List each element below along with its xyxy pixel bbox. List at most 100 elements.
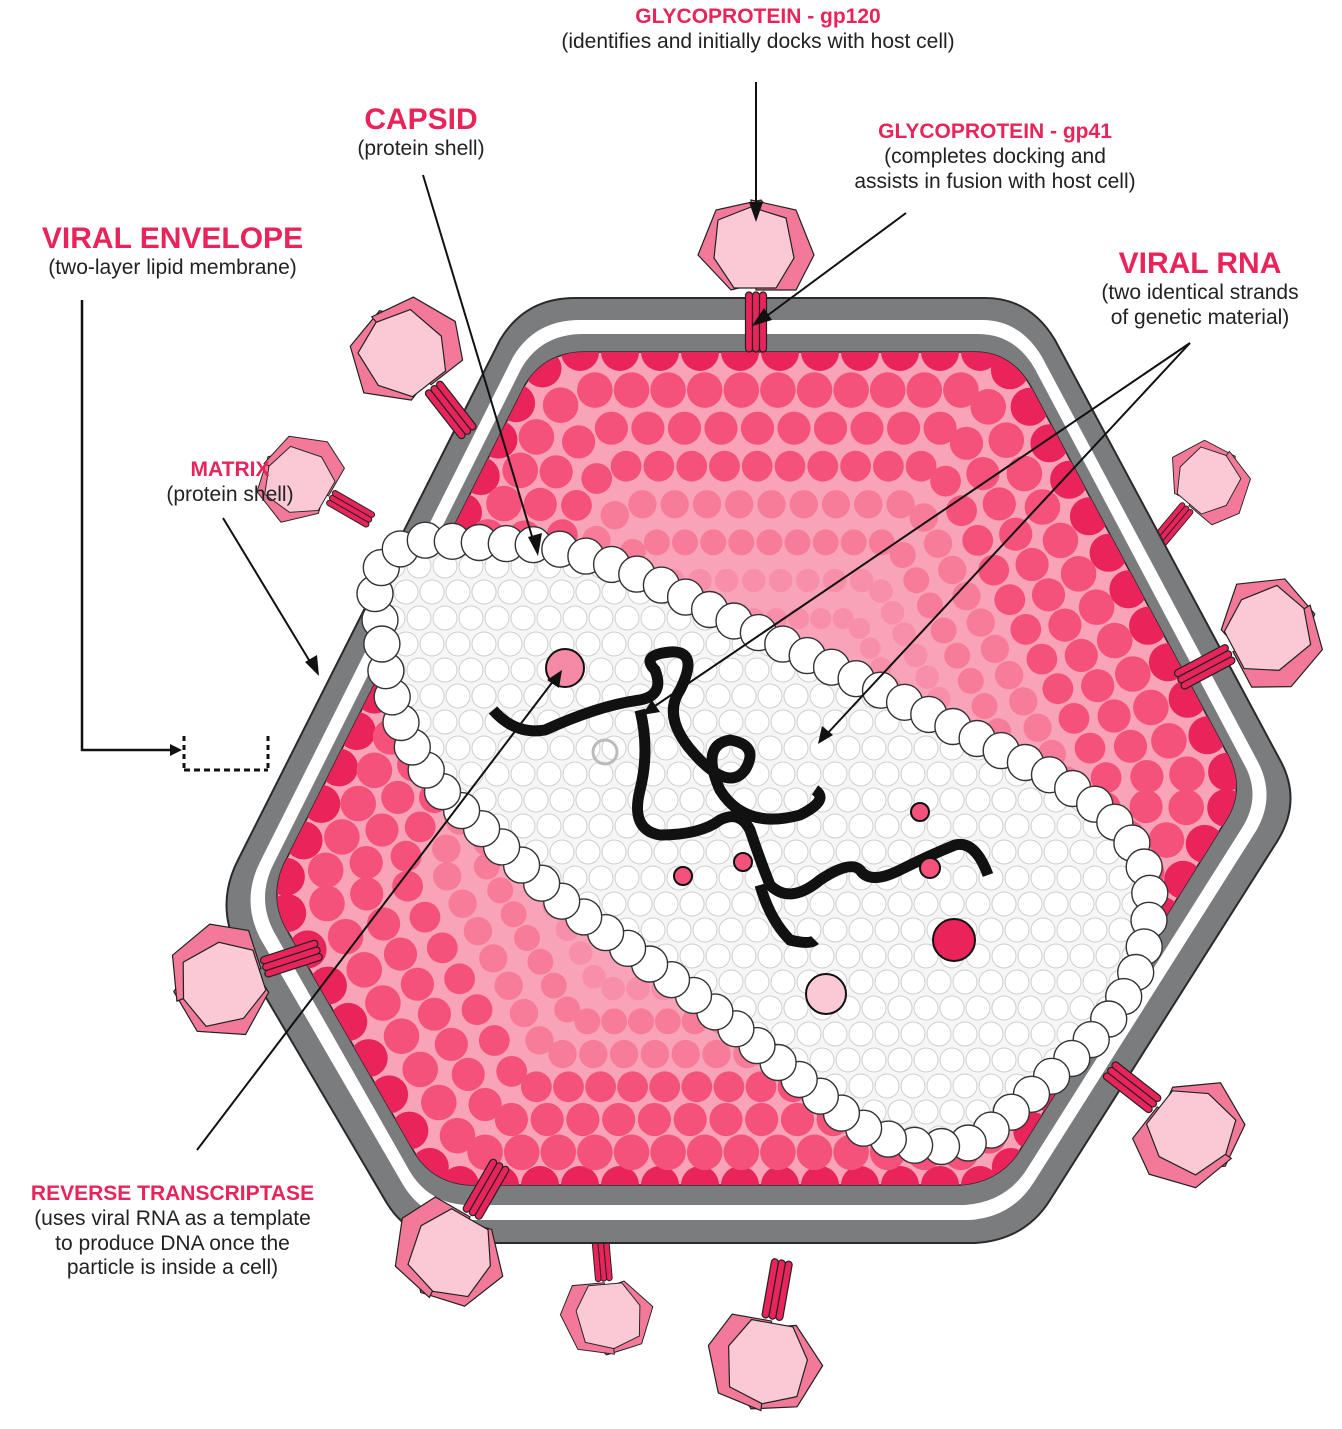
capsid-protein bbox=[888, 996, 912, 1020]
capsid-protein bbox=[407, 606, 431, 630]
matrix-protein bbox=[433, 862, 461, 890]
matrix-protein bbox=[462, 994, 493, 1025]
capsid-protein bbox=[836, 1048, 860, 1072]
matrix-protein bbox=[931, 618, 957, 644]
capsid-protein bbox=[446, 632, 470, 656]
matrix-protein bbox=[1061, 556, 1097, 592]
matrix-protein bbox=[495, 972, 523, 1000]
matrix-protein bbox=[840, 451, 871, 482]
capsid-protein bbox=[1005, 866, 1029, 890]
capsid-protein bbox=[446, 736, 470, 760]
matrix-protein bbox=[1079, 589, 1115, 625]
capsid-protein bbox=[576, 632, 600, 656]
integrase bbox=[933, 919, 975, 961]
matrix-protein bbox=[435, 1028, 468, 1061]
capsid-protein bbox=[420, 684, 444, 708]
matrix-protein bbox=[869, 579, 893, 603]
matrix-protein bbox=[700, 529, 726, 555]
matrix-protein bbox=[514, 925, 540, 951]
gp120-head bbox=[714, 207, 794, 288]
capsid-protein bbox=[875, 814, 899, 838]
matrix-protein bbox=[1130, 790, 1163, 823]
matrix-protein bbox=[440, 1118, 476, 1154]
capsid-protein bbox=[706, 944, 730, 968]
capsid-protein bbox=[433, 658, 457, 682]
matrix-protein bbox=[833, 372, 869, 408]
capsid-protein bbox=[862, 996, 886, 1020]
capsid-protein bbox=[953, 970, 977, 994]
capsid-protein bbox=[953, 866, 977, 890]
capsid-protein bbox=[849, 1074, 873, 1098]
matrix-protein bbox=[601, 501, 629, 529]
matrix-protein bbox=[950, 427, 983, 460]
matrix-protein bbox=[391, 841, 422, 872]
matrix-protein bbox=[989, 422, 1025, 458]
capsid-protein bbox=[589, 658, 613, 682]
matrix-protein bbox=[631, 412, 664, 445]
matrix-protein bbox=[1043, 523, 1079, 559]
reverse-transcriptase-description-line3: particle is inside a cell) bbox=[0, 1256, 345, 1281]
capsid-protein bbox=[992, 1048, 1016, 1072]
capsid-protein bbox=[433, 606, 457, 630]
capsid-protein bbox=[1057, 814, 1081, 838]
capsid-protein bbox=[927, 814, 951, 838]
matrix-protein bbox=[581, 463, 612, 494]
capsid-protein bbox=[589, 814, 613, 838]
capsid-protein bbox=[1018, 996, 1042, 1020]
capsid-protein bbox=[758, 736, 782, 760]
capsid-protein bbox=[706, 840, 730, 864]
gp41-description-line1: (completes docking and bbox=[810, 145, 1180, 170]
matrix-protein bbox=[661, 490, 689, 518]
matrix-protein bbox=[822, 490, 850, 518]
matrix-protein bbox=[644, 451, 675, 482]
capsid-protein bbox=[927, 762, 951, 786]
viral-envelope-label: VIRAL ENVELOPE (two-layer lipid membrane… bbox=[10, 221, 335, 281]
capsid-protein bbox=[745, 710, 769, 734]
matrix-protein bbox=[464, 917, 492, 945]
capsid-protein bbox=[823, 918, 847, 942]
matrix-protein bbox=[714, 1071, 745, 1102]
capsid-protein bbox=[914, 1048, 938, 1072]
matrix-protein bbox=[1114, 730, 1147, 763]
enzyme-dot bbox=[920, 858, 940, 878]
capsid-protein bbox=[849, 762, 873, 786]
capsid-protein bbox=[472, 632, 496, 656]
matrix-protein bbox=[543, 387, 579, 423]
capsid-protein bbox=[654, 788, 678, 812]
matrix-protein bbox=[1043, 673, 1074, 704]
matrix-protein bbox=[601, 1008, 627, 1034]
matrix-protein bbox=[967, 608, 995, 636]
reverse-transcriptase-description-line1: (uses viral RNA as a template bbox=[0, 1207, 345, 1232]
capsid-protein bbox=[836, 788, 860, 812]
matrix-protein bbox=[324, 819, 360, 855]
matrix-protein bbox=[365, 985, 401, 1021]
matrix-protein bbox=[983, 487, 1016, 520]
capsid-label: CAPSID (protein shell) bbox=[316, 102, 526, 162]
matrix-description: (protein shell) bbox=[140, 483, 320, 508]
capsid-protein bbox=[459, 606, 483, 630]
capsid-protein bbox=[641, 918, 665, 942]
capsid-protein bbox=[758, 996, 782, 1020]
matrix-protein bbox=[995, 661, 1023, 689]
enzyme-dot bbox=[911, 803, 929, 821]
capsid-protein bbox=[1031, 918, 1055, 942]
capsid-protein bbox=[940, 892, 964, 916]
capsid-protein bbox=[966, 996, 990, 1020]
capsid-protein bbox=[1070, 892, 1094, 916]
matrix-protein bbox=[562, 425, 595, 458]
matrix-protein bbox=[709, 451, 740, 482]
matrix-protein bbox=[715, 569, 739, 593]
gp41-label: GLYCOPROTEIN - gp41 (completes docking a… bbox=[810, 120, 1180, 194]
viral-rna-title: VIRAL RNA bbox=[1062, 246, 1338, 281]
matrix-protein bbox=[421, 1085, 457, 1121]
capsid-protein bbox=[953, 762, 977, 786]
capsid-protein bbox=[576, 736, 600, 760]
capsid-protein bbox=[1057, 970, 1081, 994]
capsid-protein bbox=[537, 814, 561, 838]
capsid-protein bbox=[862, 736, 886, 760]
matrix-protein bbox=[432, 835, 460, 863]
capsid-protein bbox=[1057, 918, 1081, 942]
capsid-protein bbox=[628, 632, 652, 656]
capsid-protein bbox=[940, 1100, 964, 1124]
capsid-protein bbox=[849, 918, 873, 942]
